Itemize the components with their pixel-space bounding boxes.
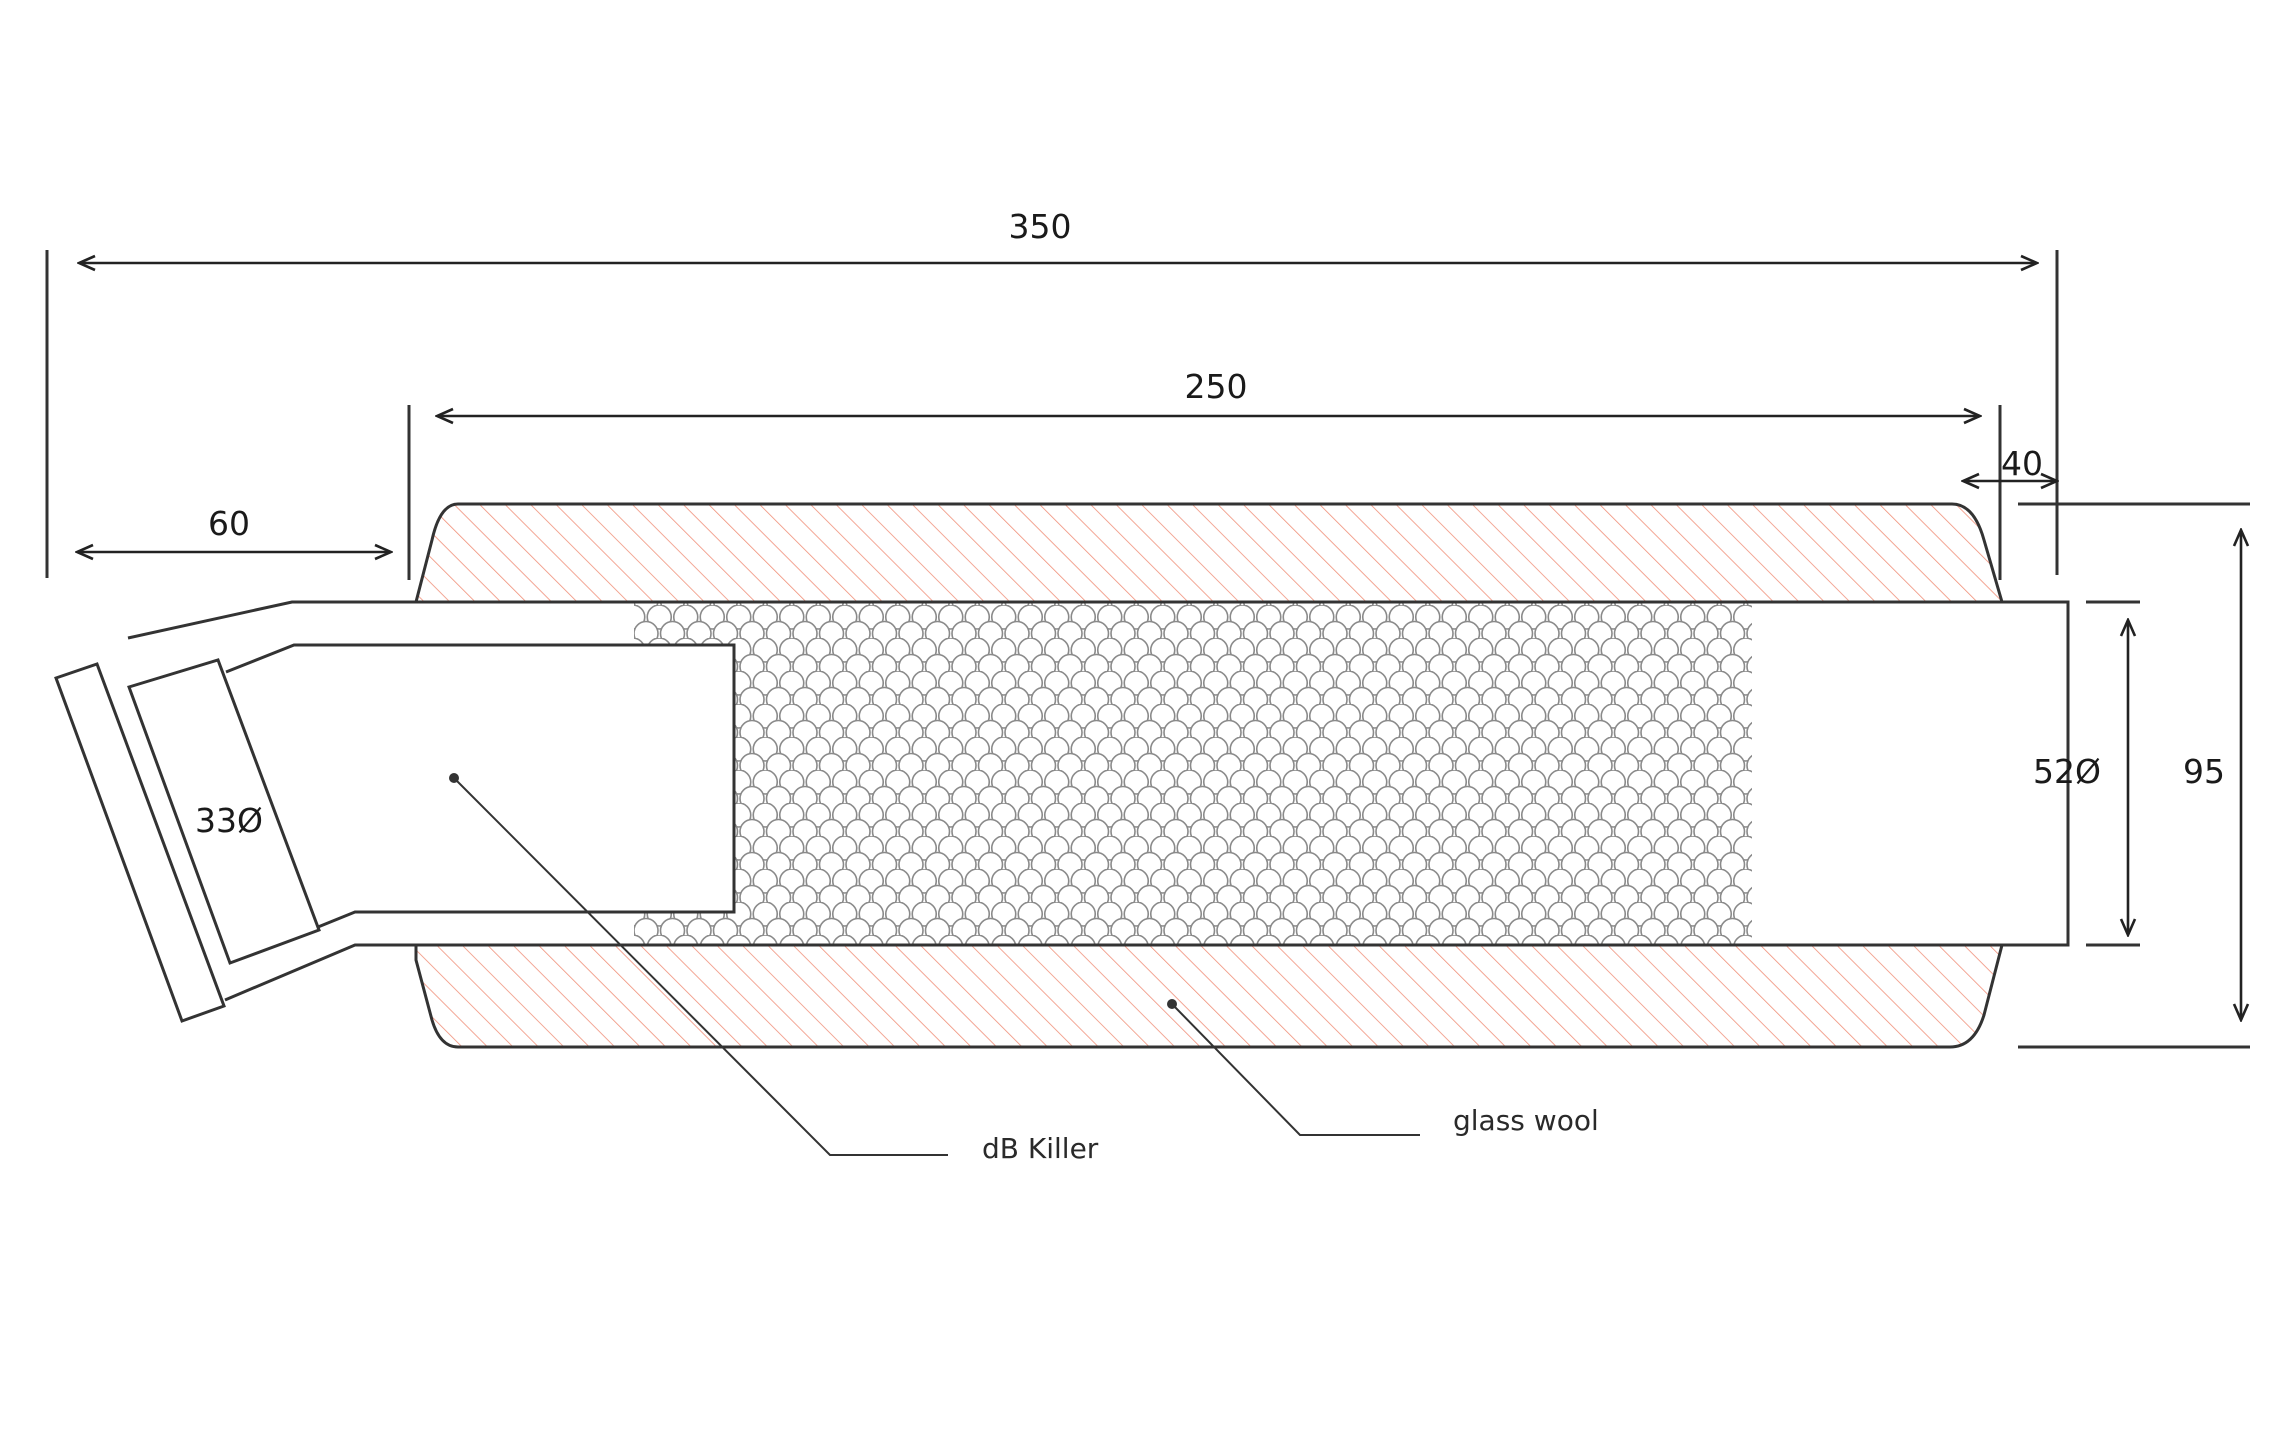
db-killer-insert [225, 643, 736, 929]
callout-labels: dB Killer glass wool [982, 1104, 1599, 1165]
label-taper-length: 40 [2001, 444, 2043, 483]
perforated-section [634, 602, 1752, 945]
db-killer-backdrop [294, 647, 732, 910]
label-glass-wool: glass wool [1453, 1104, 1599, 1137]
extension-lines [45, 250, 2250, 1049]
dimension-labels: 350 250 60 40 33Ø 52Ø 95 [195, 207, 2225, 840]
label-inlet-diameter: 33Ø [195, 801, 263, 840]
leader-glass-wool [1171, 1003, 1420, 1136]
flange-inner [127, 658, 321, 965]
label-pipe-diameter: 52Ø [2033, 752, 2101, 791]
label-total-length: 350 [1009, 207, 1072, 246]
label-outer-diameter: 95 [2183, 752, 2225, 791]
pipe-outline-top [127, 600, 2070, 1002]
callout-leaders [453, 777, 1420, 1156]
label-inlet-length: 60 [208, 504, 250, 543]
dimension-lines [77, 263, 2241, 1020]
flange-outer [54, 662, 226, 1023]
leader-db-killer [453, 777, 948, 1156]
callout-dot-db-killer [449, 773, 459, 783]
callout-dot-glass-wool [1167, 999, 1177, 1009]
label-db-killer: dB Killer [982, 1132, 1099, 1165]
inlet-flange [54, 658, 321, 1023]
label-body-length: 250 [1185, 367, 1248, 406]
